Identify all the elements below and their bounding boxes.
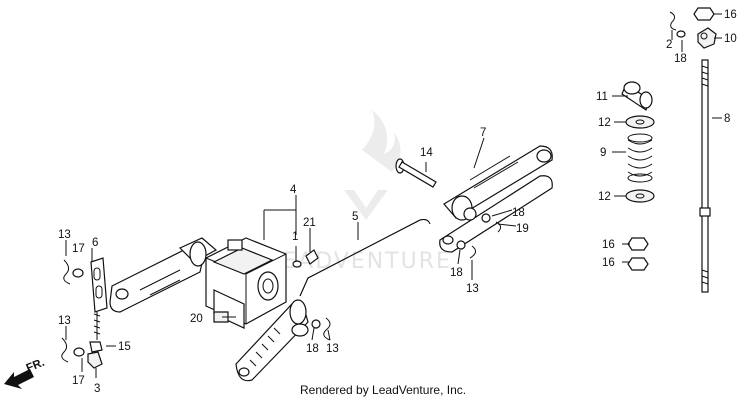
callout-10: 10 xyxy=(724,33,737,45)
part-pin xyxy=(395,158,437,188)
callout-16-mid: 16 xyxy=(602,239,615,251)
part-lower-arm xyxy=(235,299,309,382)
callout-13-left-bottom: 13 xyxy=(58,315,71,327)
callout-4: 4 xyxy=(290,184,297,196)
callout-12-top: 12 xyxy=(598,117,611,129)
callout-18-lower: 18 xyxy=(450,267,463,279)
callout-13-bracket: 13 xyxy=(326,343,339,355)
callout-9: 9 xyxy=(600,147,606,159)
arrow-left-icon xyxy=(4,369,34,389)
direction-label: FR. xyxy=(25,357,47,375)
callout-16-top: 16 xyxy=(724,9,737,21)
callout-11: 11 xyxy=(596,91,608,103)
callout-18-bracket: 18 xyxy=(306,343,319,355)
leader-lines xyxy=(65,13,722,378)
callout-8: 8 xyxy=(724,113,730,125)
part-top-fasteners xyxy=(669,7,717,49)
callout-2: 2 xyxy=(666,39,672,51)
part-bracket-assembly xyxy=(205,237,287,329)
callout-12-bottom: 12 xyxy=(598,191,611,203)
callout-20: 20 xyxy=(190,313,203,325)
callout-21: 21 xyxy=(303,217,316,229)
callout-17-top: 17 xyxy=(72,243,85,255)
front-direction-arrow: FR. xyxy=(4,357,46,389)
part-left-lever xyxy=(61,257,108,369)
part-rod xyxy=(299,219,431,297)
watermark-flame-icon xyxy=(362,110,401,172)
callout-19: 19 xyxy=(516,223,529,235)
watermark-v-icon xyxy=(344,190,388,220)
callout-15: 15 xyxy=(118,341,131,353)
callout-13-left-top: 13 xyxy=(58,229,71,241)
diagram-caption: Rendered by LeadVenture, Inc. xyxy=(300,383,466,397)
callout-18-right: 18 xyxy=(512,207,525,219)
callout-17-bottom: 17 xyxy=(72,375,85,387)
callout-3: 3 xyxy=(94,383,100,395)
callout-1: 1 xyxy=(292,231,298,243)
part-spring-stack xyxy=(621,81,655,271)
callout-16-low: 16 xyxy=(602,257,615,269)
callout-14: 14 xyxy=(420,147,433,159)
callout-18-top: 18 xyxy=(674,53,687,65)
callout-7: 7 xyxy=(480,127,486,139)
part-left-arm xyxy=(109,237,218,313)
callout-labels: 4 1 21 5 14 7 18 19 18 13 20 18 13 13 17… xyxy=(58,9,737,395)
callout-13-lower: 13 xyxy=(466,283,479,295)
part-upper-arm xyxy=(439,145,553,259)
callout-5: 5 xyxy=(352,211,358,223)
part-long-rod xyxy=(699,59,711,293)
callout-6: 6 xyxy=(92,237,98,249)
